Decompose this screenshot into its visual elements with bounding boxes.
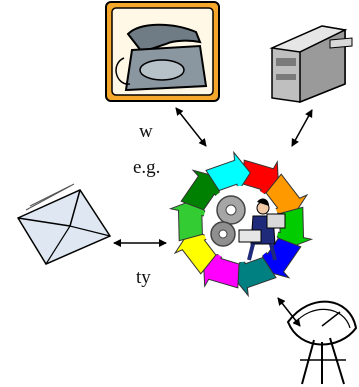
cycle-arrow [168, 198, 211, 242]
cycle-arrow [231, 254, 277, 298]
central-cycle-icon [168, 150, 314, 298]
text-fragment-2: e.g. [133, 157, 161, 178]
cycle-arrow [180, 169, 221, 211]
cycle-arrow [173, 230, 217, 275]
satellite-dish-icon [286, 300, 358, 385]
printer-icon [269, 25, 353, 104]
cycle-arrow [205, 150, 251, 194]
connector-satellite [277, 297, 301, 327]
connector-printer [291, 109, 313, 147]
cycle-arrow [242, 159, 280, 198]
connector-telephone [175, 107, 207, 147]
envelope-icon [16, 183, 112, 265]
cycle-arrow [202, 250, 240, 289]
telephone-icon [105, 1, 220, 102]
cycle-arrow [265, 173, 309, 218]
text-fragment-1: w [139, 121, 153, 142]
text-fragment-3: ty [136, 267, 151, 288]
